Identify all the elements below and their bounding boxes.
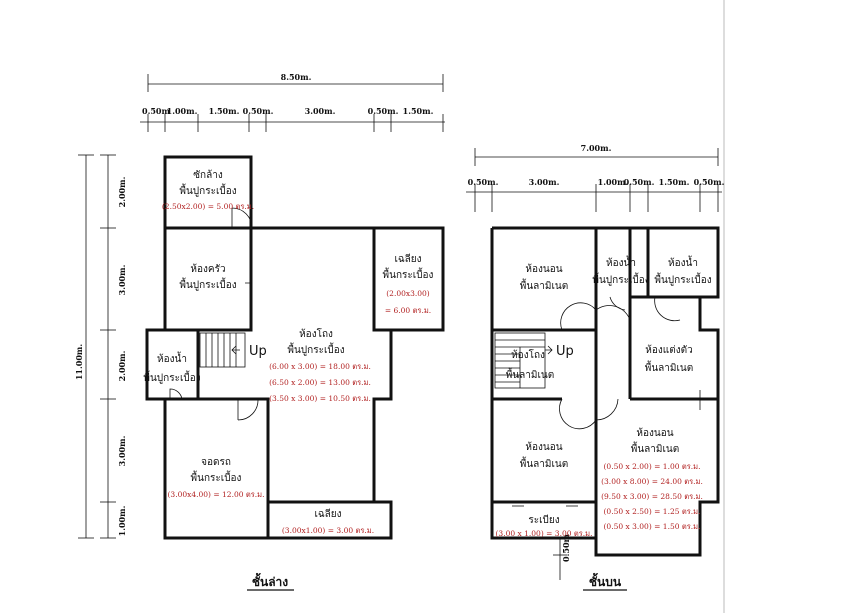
upper-bed2-floor: พื้นลามิเนต <box>520 456 569 470</box>
ground-bath-floor: พื้นปูกระเบื้อง <box>143 370 200 384</box>
ground-dim-5: 3.00m. <box>305 106 336 116</box>
laundry-room-floor: พื้นปูกระเบื้อง <box>179 183 236 197</box>
upper-dim-1: 0.50m. <box>468 177 499 187</box>
laundry-room-name: ซักล้าง <box>193 169 223 181</box>
upper-bed2-name: ห้องนอน <box>525 441 562 453</box>
ground-dim-h3: 2.00m. <box>117 350 127 381</box>
carport-name: จอดรถ <box>201 457 231 468</box>
upper-bed3-floor: พื้นลามิเนต <box>631 441 680 455</box>
upper-balcony-name: ระเบียง <box>528 514 559 526</box>
porch-right-area-1: (2.00x3.00) <box>386 289 430 298</box>
ground-dim-h5: 1.00m. <box>117 505 127 536</box>
ground-dim-total: 8.50m. <box>281 72 312 82</box>
upper-dim-3: 1.00m. <box>598 177 629 187</box>
ground-stair-up-label: Up <box>249 344 267 359</box>
upper-bath2-name: ห้องน้ำ <box>668 255 698 269</box>
living-room-area-3: (3.50 x 3.00) = 10.50 ตร.ม. <box>269 394 371 403</box>
upper-walls <box>490 226 720 557</box>
upper-dim-4: 0.50m. <box>624 177 655 187</box>
porch-bottom-name: เฉลียง <box>314 508 341 520</box>
upper-stairs <box>494 332 553 389</box>
ground-dim-7: 1.50m. <box>403 106 434 116</box>
ground-dim-h4: 3.00m. <box>117 435 127 466</box>
upper-dim-6: 0.50m. <box>694 177 725 187</box>
porch-right-area-2: = 6.00 ตร.ม. <box>385 306 431 315</box>
upper-dim-5: 1.50m. <box>659 177 690 187</box>
ground-dim-2: 1.00m. <box>167 106 198 116</box>
ground-floor-caption: ชั้นล่าง <box>252 572 288 589</box>
ground-dim-h1: 2.00m. <box>117 176 127 207</box>
upper-dim-total: 7.00m. <box>581 143 612 153</box>
upper-floor-caption: ชั้นบน <box>589 572 622 589</box>
upper-bath2-floor: พื้นปูกระเบื้อง <box>654 272 711 286</box>
laundry-room-area: (2.50x2.00) = 5.00 ตร.ม. <box>162 202 254 211</box>
living-room-name: ห้องโถง <box>299 327 333 340</box>
ground-doors <box>169 207 259 421</box>
upper-stair-up-label: Up <box>556 344 574 359</box>
ground-dim-3: 1.50m. <box>209 106 240 116</box>
living-room-area-1: (6.00 x 3.00) = 18.00 ตร.ม. <box>269 362 371 371</box>
upper-dim-2: 3.00m. <box>529 177 560 187</box>
ground-top-dimensions: 8.50m. 0.50m 1.00m. 1.50m. 0.50m. 3.00m.… <box>140 72 445 132</box>
ground-dim-6: 0.50m. <box>368 106 399 116</box>
porch-right-name: เฉลียง <box>394 253 421 265</box>
upper-bed3-area-2: (3.00 x 8.00) = 24.00 ตร.ม. <box>601 477 703 486</box>
carport-floor: พื้นกระเบื้อง <box>191 470 242 484</box>
upper-bottom-dimension: 0.50m <box>553 533 571 580</box>
upper-hall-name: ห้องโถง <box>511 348 545 361</box>
upper-bath1-floor: พื้นปูกระเบื้อง <box>592 272 649 286</box>
ground-dim-4: 0.50m. <box>243 106 274 116</box>
upper-bed3-area-3: (9.50 x 3.00) = 28.50 ตร.ม. <box>601 492 703 501</box>
upper-bed3-area-5: (0.50 x 3.00) = 1.50 ตร.ม. <box>604 522 701 531</box>
upper-doors <box>512 296 701 507</box>
upper-bed1-floor: พื้นลามิเนต <box>520 278 569 292</box>
carport-area: (3.00x4.00) = 12.00 ตร.ม. <box>168 490 265 499</box>
upper-bed3-name: ห้องนอน <box>636 427 673 439</box>
upper-dim-bottom: 0.50m <box>561 533 571 561</box>
upper-floor-plan: 7.00m. 0.50m. 3.00m. 1.00m. 0.50m. 1.50m… <box>466 143 725 591</box>
living-room-floor: พื้นปูกระเบื้อง <box>287 342 344 356</box>
upper-dressing-floor: พื้นลามิเนต <box>645 360 694 374</box>
upper-balcony-area: (3.00 x 1.00) = 3.00 ตร.ม. <box>496 529 593 538</box>
kitchen-room-floor: พื้นปูกระเบื้อง <box>179 277 236 291</box>
ground-left-dimensions: 11.00m. 2.00m. 3.00m. 2.00m. 3.00m. 1.00… <box>74 154 127 539</box>
upper-dressing-name: ห้องแต่งตัว <box>645 344 692 356</box>
porch-right-floor: พื้นกระเบื้อง <box>383 267 434 281</box>
upper-hall-floor: พื้นลามิเนต <box>506 367 555 381</box>
ground-stairs <box>199 332 246 368</box>
ground-bath-name: ห้องน้ำ <box>157 351 187 365</box>
living-room-area-2: (6.50 x 2.00) = 13.00 ตร.ม. <box>269 378 371 387</box>
porch-bottom-area: (3.00x1.00) = 3.00 ตร.ม. <box>282 526 374 535</box>
ground-dim-1: 0.50m <box>142 106 170 116</box>
upper-bed3-area-1: (0.50 x 2.00) = 1.00 ตร.ม. <box>604 462 701 471</box>
ground-dim-height-total: 11.00m. <box>74 344 84 381</box>
ground-dim-h2: 3.00m. <box>117 264 127 295</box>
upper-bed3-area-4: (0.50 x 2.50) = 1.25 ตร.ม. <box>604 507 701 516</box>
ground-floor-plan: 8.50m. 0.50m 1.00m. 1.50m. 0.50m. 3.00m.… <box>74 72 445 591</box>
upper-bath1-name: ห้องน้ำ <box>606 255 636 269</box>
upper-top-dimensions: 7.00m. 0.50m. 3.00m. 1.00m. 0.50m. 1.50m… <box>466 143 725 212</box>
upper-bed1-name: ห้องนอน <box>525 263 562 275</box>
kitchen-room-name: ห้องครัว <box>190 263 225 275</box>
ground-walls <box>145 155 445 540</box>
